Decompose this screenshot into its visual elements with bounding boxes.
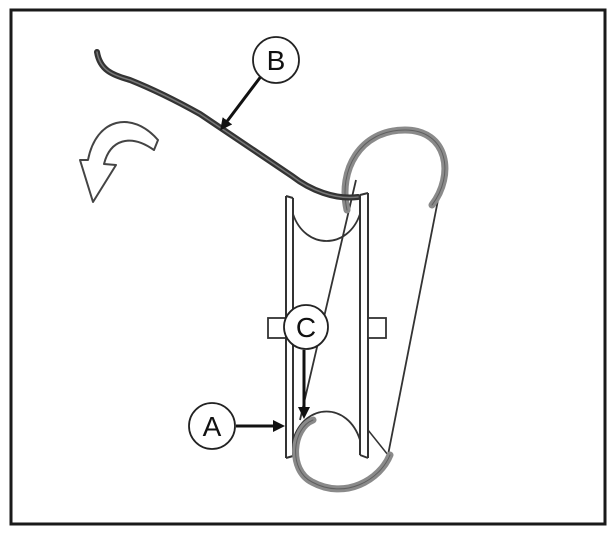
callout-c-label: C	[296, 312, 316, 343]
clip-body	[267, 179, 439, 459]
callout-b-label: B	[267, 45, 286, 76]
spring-bottom-loop	[292, 416, 394, 493]
callout-a-circle	[188, 402, 236, 450]
rotation-arrow-icon	[79, 121, 159, 203]
callout-a-label: A	[203, 411, 222, 442]
callout-c-circle	[283, 304, 329, 350]
callout-b-arrow	[220, 74, 264, 131]
callout-b-circle	[252, 36, 300, 84]
diagram-frame	[9, 8, 607, 526]
